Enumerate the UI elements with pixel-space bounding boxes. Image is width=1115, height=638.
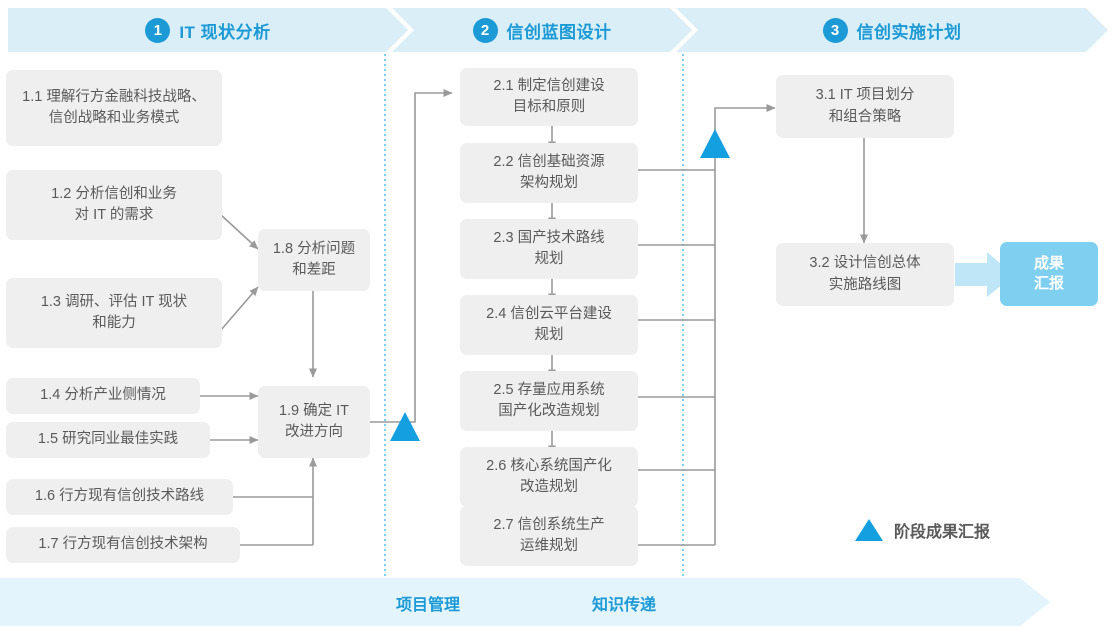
- phase-3-number: 3: [822, 17, 848, 43]
- box-1-2[interactable]: 1.2 分析信创和业务 对 IT 的需求: [6, 170, 222, 240]
- box-1-3[interactable]: 1.3 调研、评估 IT 现状 和能力: [6, 278, 222, 348]
- box-1-4[interactable]: 1.4 分析产业侧情况: [6, 378, 200, 414]
- phase-1-chevron-shape: [8, 8, 408, 52]
- phase-2-number: 2: [472, 17, 498, 43]
- milestone-triangle-icon: [855, 519, 883, 541]
- milestone-triangle-phase2-icon: [700, 129, 730, 158]
- bottom-band-shape: [0, 578, 1050, 626]
- box-1-6[interactable]: 1.6 行方现有信创技术路线: [6, 479, 233, 515]
- box-2-2[interactable]: 2.2 信创基础资源 架构规划: [460, 143, 638, 203]
- box-2-1[interactable]: 2.1 制定信创建设 目标和原则: [460, 68, 638, 126]
- box-2-7[interactable]: 2.7 信创系统生产 运维规划: [460, 506, 638, 566]
- connector-19-to-21: [370, 89, 453, 423]
- legend-milestone-label: 阶段成果汇报: [894, 524, 991, 541]
- box-1-5[interactable]: 1.5 研究同业最佳实践: [6, 422, 210, 458]
- phase-1-number: 1: [145, 17, 171, 43]
- box-1-8[interactable]: 1.8 分析问题 和差距: [258, 229, 370, 291]
- connector-12-to-18: [220, 214, 259, 250]
- phase-2-title: 信创蓝图设计: [506, 22, 612, 42]
- connector-13-to-18: [220, 286, 259, 331]
- box-3-1[interactable]: 3.1 IT 项目划分 和组合策略: [776, 75, 954, 138]
- milestone-triangle-phase1-icon: [390, 412, 420, 441]
- phase-banner-2: 2 信创蓝图设计: [392, 8, 692, 52]
- box-2-5[interactable]: 2.5 存量应用系统 国产化改造规划: [460, 371, 638, 431]
- legend-milestone: 阶段成果汇报: [855, 518, 990, 542]
- box-2-4[interactable]: 2.4 信创云平台建设 规划: [460, 295, 638, 355]
- box-2-3[interactable]: 2.3 国产技术路线 规划: [460, 219, 638, 279]
- phase-1-title: IT 现状分析: [179, 22, 271, 42]
- phase-3-chevron-shape: [676, 8, 1108, 52]
- box-1-1[interactable]: 1.1 理解行方金融科技战略、 信创战略和业务模式: [6, 70, 222, 146]
- band-label-knowledge-transfer: 知识传递: [592, 597, 657, 614]
- phase-banner-1: 1 IT 现状分析: [8, 8, 408, 52]
- phase-banner-3: 3 信创实施计划: [676, 8, 1108, 52]
- bottom-band: 项目管理 知识传递: [0, 578, 1115, 626]
- box-1-7[interactable]: 1.7 行方现有信创技术架构: [6, 527, 240, 563]
- band-label-project-management: 项目管理: [396, 597, 461, 614]
- phase-3-title: 信创实施计划: [856, 22, 962, 42]
- box-deliverable[interactable]: 成果 汇报: [1000, 242, 1098, 306]
- connector-bus-to-31: [714, 104, 776, 142]
- box-2-6[interactable]: 2.6 核心系统国产化 改造规划: [460, 447, 638, 507]
- box-1-9[interactable]: 1.9 确定 IT 改进方向: [258, 386, 370, 458]
- phase-2-chevron-shape: [392, 8, 692, 52]
- box-3-2[interactable]: 3.2 设计信创总体 实施路线图: [776, 243, 954, 306]
